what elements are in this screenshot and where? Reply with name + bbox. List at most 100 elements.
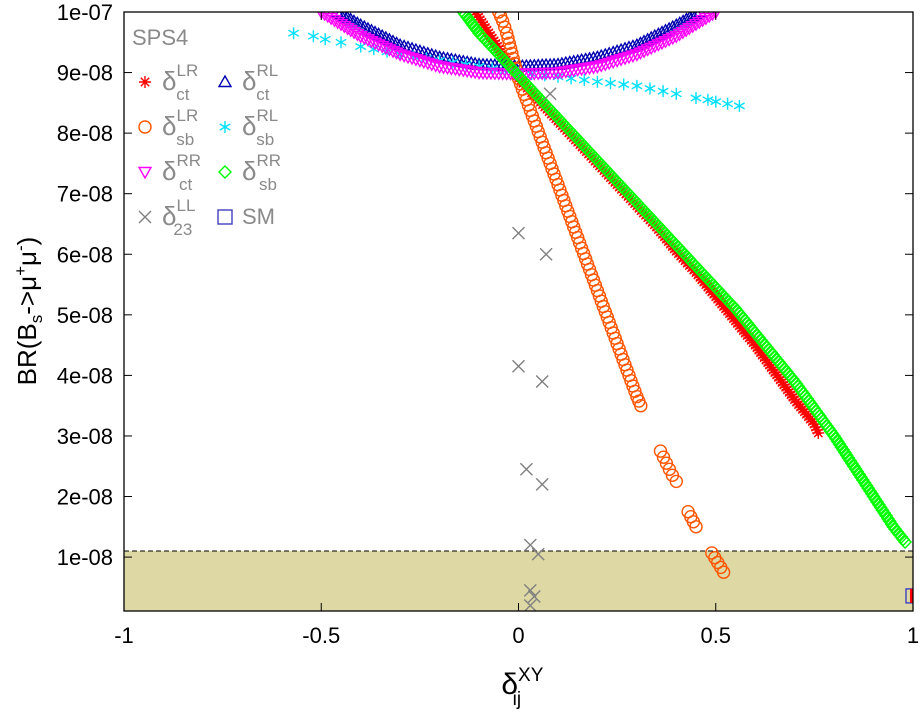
data-point — [672, 29, 687, 42]
data-point — [335, 36, 347, 49]
y-axis-ticks: 1e-082e-083e-084e-085e-086e-087e-088e-08… — [57, 0, 913, 570]
data-point — [855, 473, 870, 487]
data-point — [682, 23, 697, 36]
data-point — [634, 399, 648, 413]
data-point — [558, 66, 574, 79]
data-point — [669, 31, 684, 44]
data-point — [598, 58, 613, 72]
data-point — [496, 14, 510, 28]
data-point — [669, 474, 683, 489]
data-point — [288, 27, 300, 40]
data-point — [613, 54, 629, 67]
data-point — [688, 18, 704, 32]
data-point — [604, 77, 617, 90]
y-tick-label: 3e-08 — [57, 424, 113, 449]
x-axis-label-sub: ij — [513, 689, 521, 710]
data-point — [859, 478, 874, 493]
data-point — [543, 87, 557, 101]
legend-marker — [217, 209, 233, 225]
data-point — [662, 462, 677, 476]
data-point — [307, 30, 319, 43]
data-point — [482, 26, 495, 39]
data-point — [711, 12, 721, 20]
data-point — [531, 547, 545, 561]
y-tick-label: 1e-08 — [57, 545, 113, 570]
data-point — [647, 40, 663, 54]
legend-marker — [217, 74, 233, 88]
x-tick-label: -1 — [114, 623, 134, 648]
data-point — [629, 49, 645, 62]
data-series — [288, 12, 913, 611]
data-point — [617, 52, 633, 66]
data-point — [670, 87, 682, 100]
data-point — [539, 247, 553, 261]
data-point — [863, 484, 877, 498]
data-point — [621, 51, 637, 65]
data-point — [659, 456, 674, 470]
data-point — [808, 417, 821, 430]
data-point — [733, 99, 745, 112]
data-point — [692, 16, 707, 30]
y-axis-label: BR(Bs->μ+μ-) — [11, 237, 46, 386]
data-point — [605, 56, 621, 70]
data-point — [535, 477, 549, 491]
data-point — [722, 97, 734, 110]
data-point — [321, 12, 335, 24]
data-point — [340, 23, 355, 36]
data-point — [591, 75, 603, 88]
data-point — [647, 28, 663, 42]
data-point — [527, 590, 541, 603]
data-point — [654, 37, 670, 51]
data-point — [710, 95, 722, 108]
data-point — [846, 459, 861, 474]
legend-marker — [137, 166, 153, 180]
x-axis-ticks: -1 -0.5 0 0.5 1 — [114, 12, 919, 648]
data-point — [898, 535, 913, 549]
data-point — [333, 18, 349, 32]
data-point — [337, 20, 352, 34]
data-point — [609, 55, 625, 68]
data-point — [492, 12, 506, 19]
data-point — [601, 57, 617, 71]
data-point — [812, 426, 825, 439]
y-tick-label: 5e-08 — [57, 303, 113, 328]
data-point — [523, 599, 537, 611]
data-point — [625, 50, 641, 64]
data-point — [594, 60, 609, 73]
data-point — [319, 33, 331, 46]
data-point — [864, 486, 879, 501]
data-point — [848, 462, 863, 476]
data-point — [323, 12, 339, 26]
legend-marker — [138, 210, 152, 224]
series-2 — [492, 12, 731, 579]
x-tick-label: 1 — [907, 623, 919, 648]
y-tick-label: 2e-08 — [57, 485, 113, 510]
data-point — [836, 442, 851, 457]
data-point — [873, 500, 888, 515]
data-point — [618, 78, 630, 91]
x-tick-label: -0.5 — [302, 623, 340, 648]
data-point — [828, 431, 843, 446]
data-point — [665, 32, 680, 46]
data-point — [329, 12, 345, 18]
x-axis-label-sup: XY — [518, 665, 544, 686]
legend-label: SM — [242, 204, 275, 229]
data-point — [692, 12, 708, 18]
x-tick-label: 0.5 — [700, 623, 731, 648]
data-point — [346, 27, 362, 40]
series-7 — [905, 588, 913, 604]
data-point — [590, 61, 605, 74]
data-point — [350, 29, 365, 42]
data-point — [327, 14, 342, 28]
excluded-region — [124, 550, 913, 611]
x-tick-label: 0 — [512, 623, 524, 648]
y-tick-label: 9e-08 — [57, 61, 113, 86]
data-point — [870, 495, 885, 509]
sm-point-fill — [910, 588, 913, 603]
